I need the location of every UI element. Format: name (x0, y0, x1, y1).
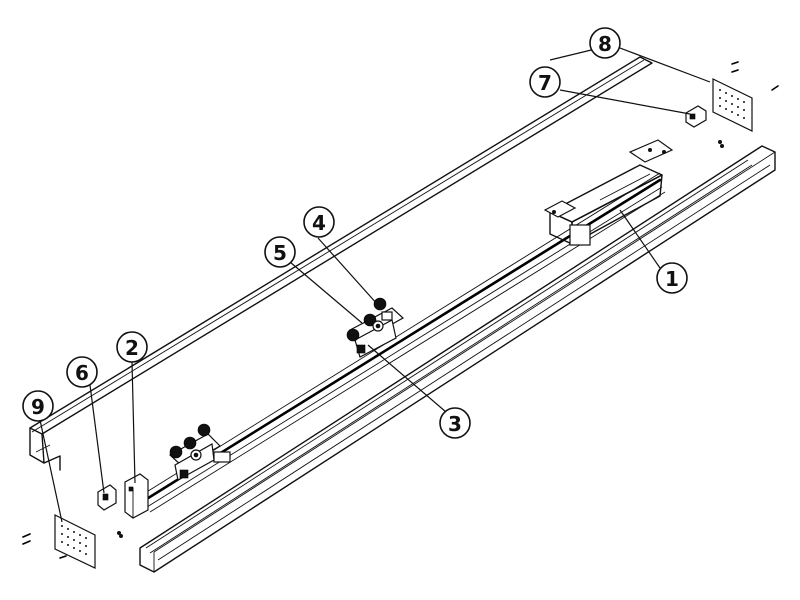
clip-right (685, 105, 724, 148)
clip-left (97, 484, 123, 538)
front-profile (139, 145, 776, 573)
callout-9-label: 9 (31, 395, 45, 419)
callout-9: 9 (22, 390, 54, 422)
callout-6: 6 (66, 356, 98, 388)
callout-4-label: 4 (312, 211, 326, 235)
drive-unit (543, 139, 674, 246)
callout-1-label: 1 (665, 267, 679, 291)
callout-6-label: 6 (75, 361, 89, 385)
leader-lines (39, 44, 711, 523)
end-cap-right (712, 61, 779, 132)
callout-2: 2 (116, 331, 148, 363)
end-stop-bracket (124, 473, 149, 519)
callout-8-label: 8 (598, 32, 612, 56)
cover-plate (29, 56, 653, 471)
callout-1: 1 (656, 262, 688, 294)
callout-7: 7 (529, 66, 561, 98)
callout-3-label: 3 (448, 412, 462, 436)
callout-5-label: 5 (273, 241, 287, 265)
callout-4: 4 (303, 206, 335, 238)
carriage-assembly-middle (346, 297, 405, 358)
callout-5: 5 (264, 236, 296, 268)
end-cap-left (22, 514, 96, 569)
callout-8: 8 (589, 27, 621, 59)
callout-2-label: 2 (125, 336, 139, 360)
carriage-assembly-left (168, 423, 231, 481)
callout-3: 3 (439, 407, 471, 439)
callout-7-label: 7 (538, 71, 552, 95)
